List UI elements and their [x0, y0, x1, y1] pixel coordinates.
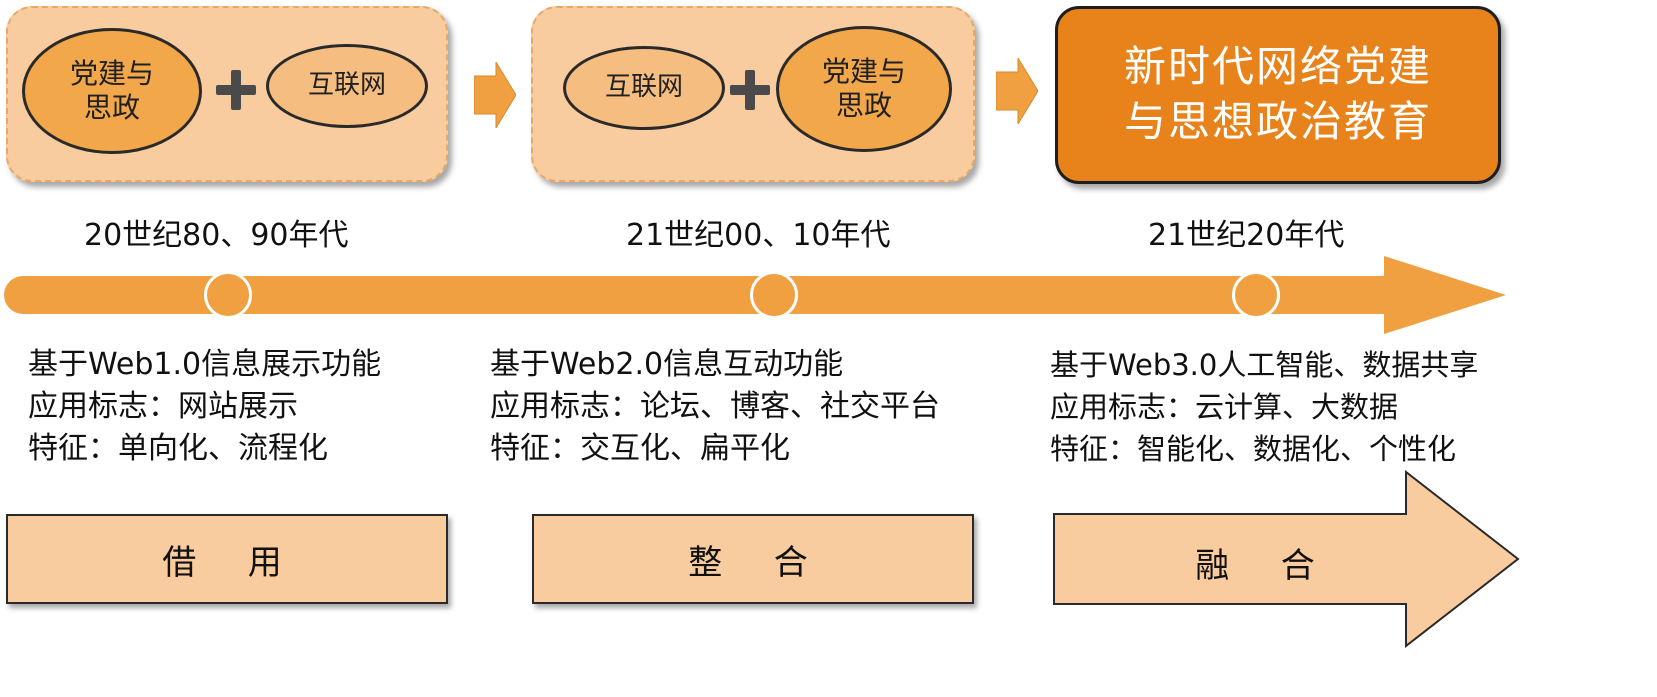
stage2-party-ellipse: 党建与 思政 — [776, 26, 952, 152]
stage2-mode-box: 整 合 — [532, 514, 974, 604]
stage3-description: 基于Web3.0人工智能、数据共享 应用标志：云计算、大数据 特征：智能化、数据… — [1050, 344, 1478, 470]
stage1-era-label: 20世纪80、90年代 — [84, 218, 349, 253]
stage3-desc-line: 特征：智能化、数据化、个性化 — [1050, 432, 1457, 466]
stage2-desc-line: 基于Web2.0信息互动功能 — [490, 347, 844, 382]
stage2-internet-ellipse: 互联网 — [563, 46, 725, 130]
stage2-description: 基于Web2.0信息互动功能 应用标志：论坛、博客、社交平台 特征：交互化、扁平… — [490, 344, 940, 470]
stage3-mode-label: 融 合 — [1195, 546, 1325, 586]
stage1-party-ellipse: 党建与 思政 — [22, 28, 202, 154]
stage1-mode-box: 借 用 — [6, 514, 448, 604]
stage2-timeline-node — [750, 271, 798, 319]
stage2-plus-icon — [730, 70, 770, 110]
stage1-desc-line: 应用标志：网站展示 — [28, 389, 298, 424]
stage1-description: 基于Web1.0信息展示功能 应用标志：网站展示 特征：单向化、流程化 — [28, 344, 381, 470]
stage1-desc-line: 基于Web1.0信息展示功能 — [28, 347, 382, 382]
timeline-arrow — [4, 256, 1506, 334]
stage2-to-stage3-arrow-icon — [996, 58, 1038, 124]
stage3-desc-line: 基于Web3.0人工智能、数据共享 — [1050, 348, 1479, 382]
stage1-desc-line: 特征：单向化、流程化 — [28, 431, 328, 466]
stage3-desc-line: 应用标志：云计算、大数据 — [1050, 390, 1399, 424]
stage1-timeline-node — [204, 271, 252, 319]
stage1-to-stage2-arrow-icon — [474, 62, 516, 128]
stage1-internet-ellipse: 互联网 — [266, 44, 428, 128]
stage1-plus-icon — [216, 70, 256, 110]
stage3-mode-arrow — [1053, 470, 1520, 648]
stage3-era-label: 21世纪20年代 — [1148, 218, 1345, 253]
stage2-era-label: 21世纪00、10年代 — [626, 218, 891, 253]
stage2-desc-line: 特征：交互化、扁平化 — [490, 431, 790, 466]
stage3-timeline-node — [1232, 271, 1280, 319]
stage2-desc-line: 应用标志：论坛、博客、社交平台 — [490, 389, 940, 424]
stage3-result-box: 新时代网络党建 与思想政治教育 — [1055, 6, 1501, 184]
